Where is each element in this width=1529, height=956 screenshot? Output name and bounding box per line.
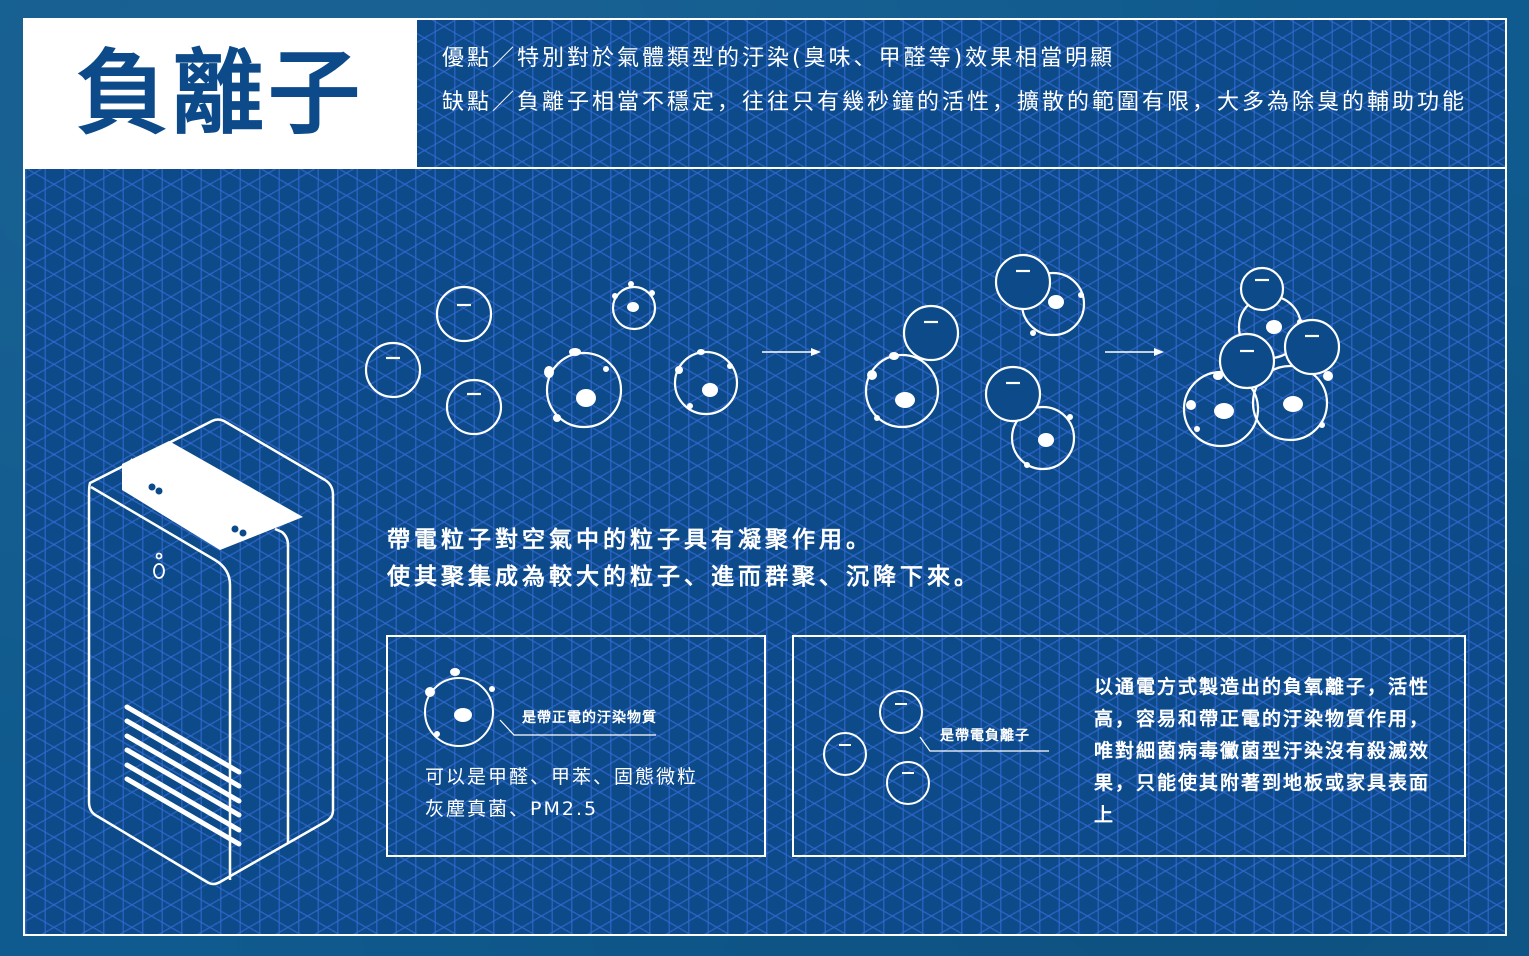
pollutant-particle-icon (424, 668, 656, 747)
pros-cons-section: 優點／ 特別對於氣體類型的汙染(臭味、甲醛等)效果相當明顯 缺點／ 負離子相當不… (442, 44, 1482, 118)
main-caption: 帶電粒子對空氣中的粒子具有凝聚作用。 使其聚集成為較大的粒子、進而群聚、沉降下來… (387, 522, 981, 596)
particle-illustration (87, 253, 1341, 886)
negative-ion-label: 是帶電負離子 (940, 728, 1030, 744)
caption-line: 帶電粒子對空氣中的粒子具有凝聚作用。 (387, 527, 873, 553)
pros-text: 特別對於氣體類型的汙染(臭味、甲醛等)效果相當明顯 (517, 46, 1116, 71)
pollutant-particle-icon (611, 281, 657, 331)
negative-ion-group-icon (823, 690, 1049, 805)
title-box: 負離子 (25, 20, 415, 167)
negative-ion-info-box: 是帶電負離子 以通電方式製造出的負氧離子，活性高，容易和帶正電的汙染物質作用，唯… (792, 635, 1466, 857)
caption-line: 使其聚集成為較大的粒子、進而群聚、沉降下來。 (387, 564, 981, 590)
negative-ion-icon (435, 285, 493, 343)
cons-text: 負離子相當不穩定，往往只有幾秒鐘的活性，擴散的範圍有限，大多為除臭的輔助功能 (517, 90, 1468, 115)
pollutant-particle-icon (544, 348, 623, 429)
particle-cluster-icon (1182, 266, 1341, 448)
paired-particle-icon (864, 304, 960, 429)
divider (415, 20, 417, 169)
paired-particle-icon (994, 253, 1086, 337)
negative-ion-icon (364, 341, 422, 399)
pollutant-description: 可以是甲醛、甲苯、固態微粒 灰塵真菌、PM2.5 (425, 761, 698, 825)
arrow-right-icon (1105, 348, 1164, 356)
cons-label: 缺點／ (442, 90, 518, 115)
description-line: 灰塵真菌、PM2.5 (425, 798, 599, 820)
arrow-right-icon (762, 348, 821, 356)
air-purifier-icon (87, 418, 335, 886)
infographic-frame: 負離子 優點／ 特別對於氣體類型的汙染(臭味、甲醛等)效果相當明顯 缺點／ 負離… (23, 18, 1507, 936)
negative-ion-icon (445, 378, 503, 436)
page-title: 負離子 (75, 39, 364, 147)
cons-row: 缺點／ 負離子相當不穩定，往往只有幾秒鐘的活性，擴散的範圍有限，大多為除臭的輔助… (442, 88, 1482, 118)
description-line: 可以是甲醛、甲苯、固態微粒 (425, 766, 699, 788)
paired-particle-icon (984, 365, 1076, 471)
negative-ion-description: 以通電方式製造出的負氧離子，活性高，容易和帶正電的汙染物質作用，唯對細菌病毒黴菌… (1094, 676, 1431, 826)
pros-label: 優點／ (442, 46, 518, 71)
pros-row: 優點／ 特別對於氣體類型的汙染(臭味、甲醛等)效果相當明顯 (442, 44, 1482, 74)
divider (25, 167, 1505, 169)
pollutant-label: 是帶正電的汙染物質 (522, 710, 657, 726)
pollutant-info-box: 是帶正電的汙染物質 可以是甲醛、甲苯、固態微粒 灰塵真菌、PM2.5 (386, 635, 766, 857)
pollutant-particle-icon (673, 349, 739, 416)
